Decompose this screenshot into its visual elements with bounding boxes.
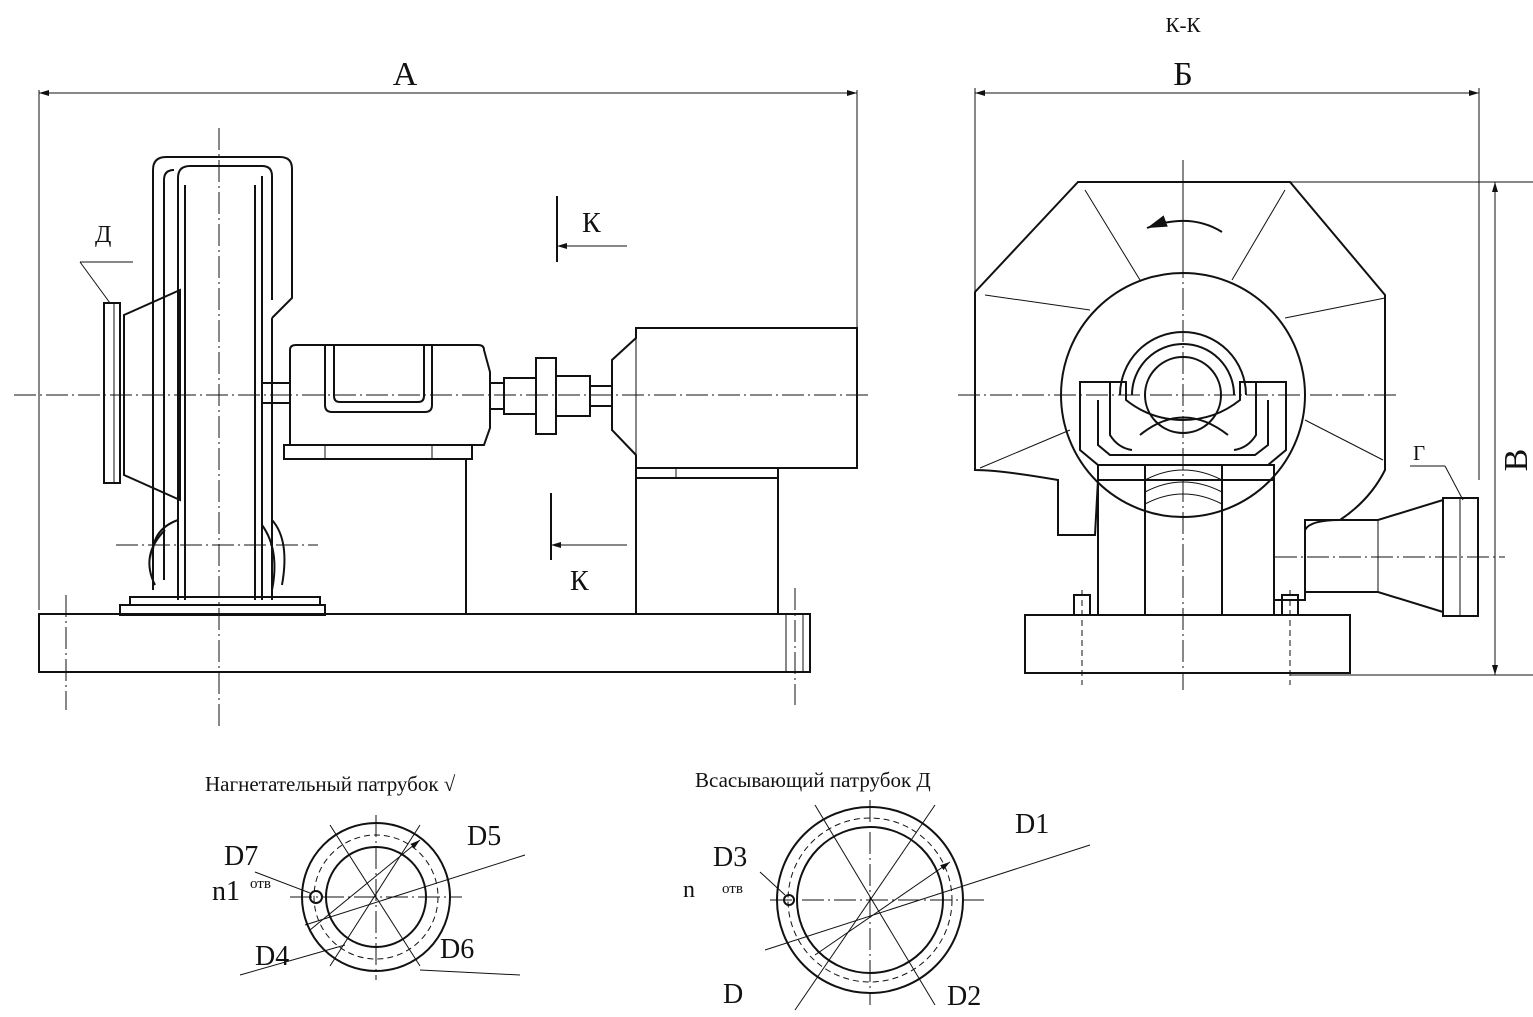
suction-d3-label: D3 [713, 842, 747, 873]
dimension-v-label: В [1498, 449, 1533, 472]
dimension-a-label: А [393, 56, 418, 93]
bearing-housing [289, 344, 491, 446]
suction-d2-label: D2 [947, 981, 981, 1012]
discharge-n1-sup: отв [250, 876, 271, 892]
coupling [535, 357, 557, 435]
suction-title: Всасывающий патрубок Д [695, 768, 931, 792]
motor [611, 327, 858, 469]
section-view: К-К Б В [958, 13, 1533, 690]
discharge-flange-detail: Нагнетательный патрубок √ D7 n1 отв D5 D… [205, 772, 526, 980]
discharge-title: Нагнетательный патрубок √ [205, 772, 456, 796]
base-frame [38, 613, 811, 673]
suction-d1-label: D1 [1015, 809, 1049, 840]
suction-n-label: n [683, 877, 695, 903]
suction-flange [103, 302, 121, 484]
discharge-d6-label: D6 [440, 934, 474, 965]
side-view: А Д [14, 56, 870, 730]
fan-casing [974, 181, 1386, 601]
suction-n-sub: отв [722, 881, 743, 897]
motor-stand [635, 477, 779, 615]
section-mark-lower: К [570, 566, 589, 597]
discharge-d7-label: D7 [224, 841, 258, 872]
suction-d-label: D [723, 979, 743, 1010]
discharge-d5-label: D5 [467, 821, 501, 852]
discharge-n1-label: n1 [212, 876, 240, 907]
dimension-b-label: Б [1173, 56, 1193, 93]
discharge-d4-label: D4 [255, 941, 289, 972]
flange-d-label: Д [95, 222, 111, 248]
section-title: К-К [1165, 13, 1201, 37]
flange-g-label: Г [1413, 441, 1425, 465]
section-mark-upper: К [582, 208, 601, 239]
suction-flange-detail: Всасывающий патрубок Д D1 D3 n отв D D2 [683, 768, 1091, 1012]
